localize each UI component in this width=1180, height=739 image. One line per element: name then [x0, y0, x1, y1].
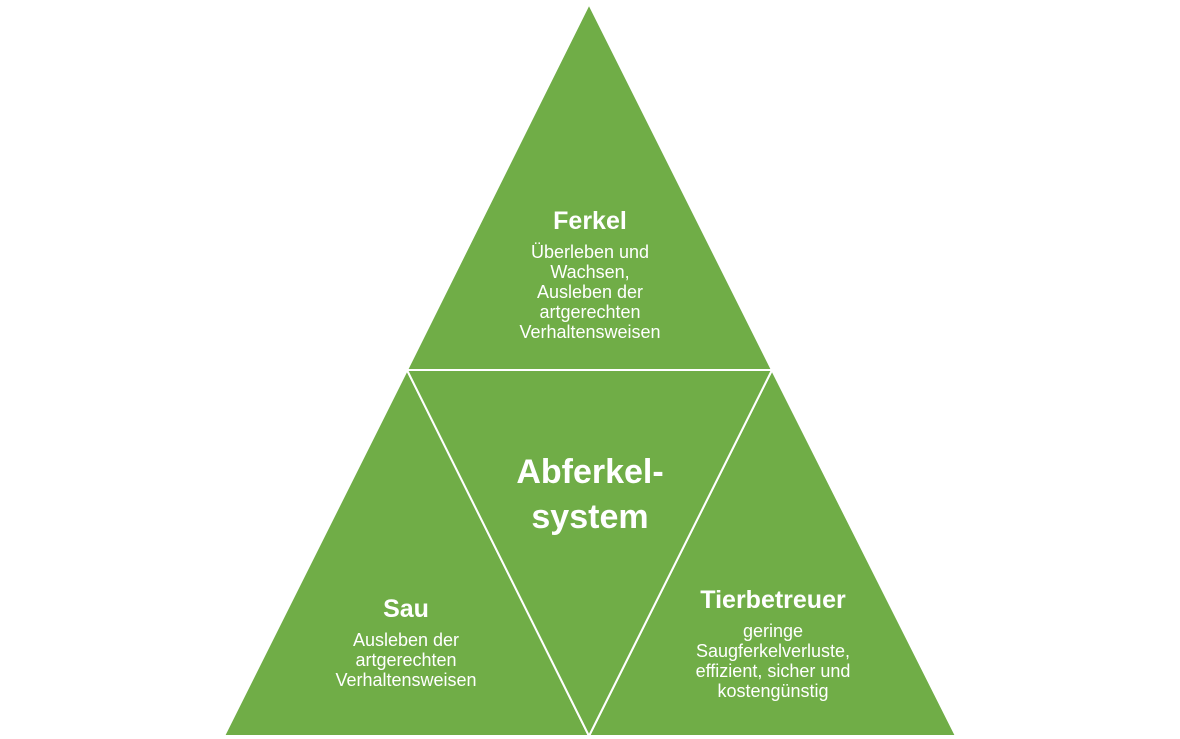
right-line: kostengünstig	[717, 681, 829, 701]
right-line: geringe	[742, 621, 804, 641]
center-line: Abferkel-	[516, 453, 664, 491]
top-line: Verhaltensweisen	[519, 322, 661, 342]
triangle-center	[405, 369, 774, 739]
top-line: Überleben und	[530, 242, 650, 262]
left-line: Ausleben der	[352, 630, 460, 650]
top-line: Wachsen,	[550, 262, 630, 282]
left-line: Verhaltensweisen	[335, 670, 477, 690]
top-line: artgerechten	[539, 302, 641, 322]
top-line: Ausleben der	[536, 282, 644, 302]
right-title: Tierbetreuer	[700, 586, 846, 614]
left-section: Sau Ausleben der artgerechten Verhaltens…	[335, 594, 476, 690]
right-line: Saugferkelverluste,	[695, 641, 851, 661]
center-line: system	[531, 498, 649, 536]
center-section: Abferkel- system	[516, 450, 663, 540]
left-line: artgerechten	[355, 650, 457, 670]
left-title: Sau	[383, 595, 429, 623]
right-line: effizient, sicher und	[695, 661, 851, 681]
top-title: Ferkel	[553, 207, 627, 235]
top-section: Ferkel Überleben und Wachsen, Ausleben d…	[519, 206, 660, 342]
right-section: Tierbetreuer geringe Saugferkelverluste,…	[696, 585, 851, 701]
